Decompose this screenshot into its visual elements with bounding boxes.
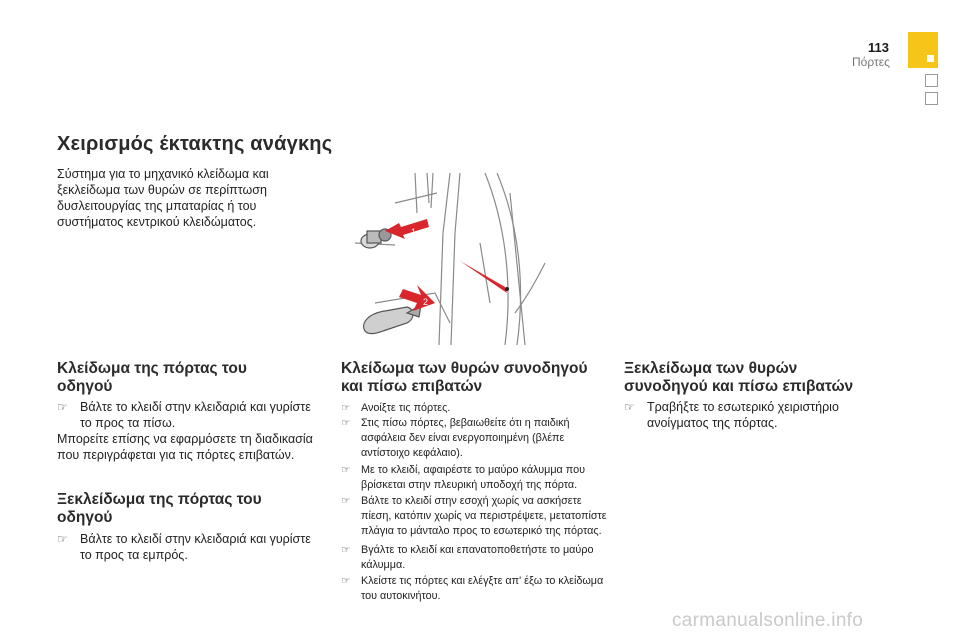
- chapter-tab[interactable]: [925, 74, 938, 87]
- tab-marker: [927, 55, 934, 62]
- watermark: carmanualsonline.info: [672, 610, 864, 631]
- list-item: ☞ Βάλτε το κλειδί στην εσοχή χωρίς να ασ…: [341, 495, 607, 537]
- list-item: ☞ Κλείστε τις πόρτες και ελέγξτε απ' έξω…: [341, 575, 604, 602]
- list-item: ☞ Στις πίσω πόρτες, βεβαιωθείτε ότι η πα…: [341, 417, 570, 459]
- section-title-lock-passenger: Κλείδωμα των θυρών συνοδηγού και πίσω επ…: [341, 360, 588, 395]
- key: [363, 303, 422, 335]
- door-lock-illustration: 1 2: [355, 173, 605, 345]
- lock-cylinder: [360, 228, 392, 249]
- page-number: 113: [868, 40, 889, 55]
- door-lock-drawing: 1 2: [355, 173, 546, 345]
- section-title-unlock-driver: Ξεκλείδωμα της πόρτας του οδηγού: [57, 491, 262, 526]
- pointing-hand-icon: ☞: [341, 417, 351, 429]
- list-item: ☞ Με το κλειδί, αφαιρέστε το μαύρο κάλυμ…: [341, 464, 585, 491]
- pointing-hand-icon: ☞: [624, 400, 635, 414]
- marker-2: 2: [423, 297, 428, 307]
- list-item: ☞ Βγάλτε το κλειδί και επανατοποθετήστε …: [341, 544, 594, 571]
- section-title-lock-driver: Κλείδωμα της πόρτας του οδηγού: [57, 360, 247, 395]
- list-item: ☞ Ανοίξτε τις πόρτες.: [341, 402, 451, 414]
- pointing-hand-icon: ☞: [341, 575, 351, 587]
- page-title: Χειρισμός έκτακτης ανάγκης: [57, 133, 333, 155]
- marker-1: 1: [411, 227, 416, 237]
- pointing-hand-icon: ☞: [341, 402, 351, 414]
- intro-text: Σύστημα για το μηχανικό κλείδωμα και ξεκ…: [57, 167, 269, 229]
- red-arrow-1: [385, 219, 429, 239]
- pointing-hand-icon: ☞: [57, 400, 68, 414]
- pointing-hand-icon: ☞: [57, 532, 68, 546]
- pointer-wedge: [460, 261, 507, 293]
- chapter-tab-active[interactable]: [908, 32, 938, 68]
- section-title-unlock-passenger: Ξεκλείδωμα των θυρών συνοδηγού και πίσω …: [624, 360, 854, 395]
- chapter-title: Πόρτες: [852, 55, 890, 69]
- pointing-hand-icon: ☞: [341, 544, 351, 556]
- pointing-hand-icon: ☞: [341, 464, 351, 476]
- note-text: Μπορείτε επίσης να εφαρμόσετε τη διαδικα…: [57, 432, 313, 462]
- chapter-tab[interactable]: [925, 92, 938, 105]
- red-arrow-2: [399, 285, 435, 311]
- list-item: ☞ Βάλτε το κλειδί στην κλειδαριά και γυρ…: [57, 400, 311, 430]
- list-item: ☞ Βάλτε το κλειδί στην κλειδαριά και γυρ…: [57, 532, 311, 562]
- pointing-hand-icon: ☞: [341, 495, 351, 507]
